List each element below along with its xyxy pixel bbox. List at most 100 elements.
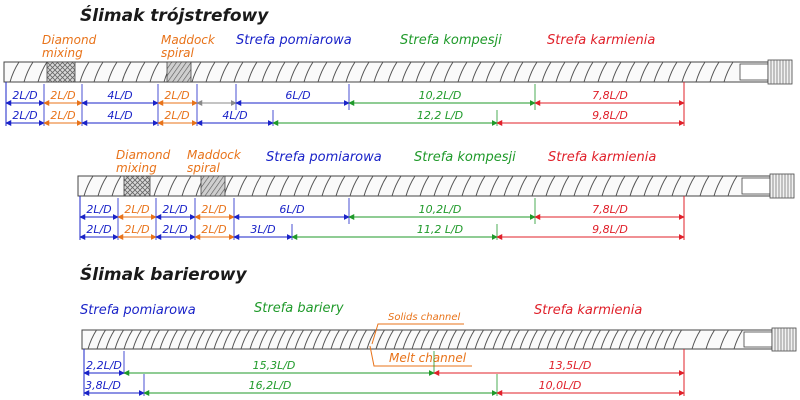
screw-flight bbox=[609, 329, 619, 350]
dim-1-r2-s6: 12,2 L/D bbox=[417, 109, 463, 122]
screw-flight bbox=[447, 329, 457, 350]
screw-flight bbox=[285, 329, 295, 350]
screw-flight bbox=[247, 61, 258, 83]
screw-flight bbox=[391, 175, 402, 197]
screw-three-zone-2: Diamond mixing Maddock spiral Strefa pom… bbox=[77, 148, 795, 240]
dim-1-r1-s2: 2L/D bbox=[50, 89, 75, 102]
screw-flight bbox=[569, 61, 580, 83]
screw-flight bbox=[393, 329, 403, 350]
screw-flight bbox=[411, 329, 421, 350]
screw-flight bbox=[87, 329, 97, 350]
screw-flight bbox=[564, 329, 574, 350]
screw-flight bbox=[205, 61, 216, 83]
label-diamond-mixing-2a: Diamond bbox=[116, 148, 171, 162]
screw-flight bbox=[177, 329, 187, 350]
screw-flight bbox=[492, 329, 502, 350]
screw-flight bbox=[349, 175, 360, 197]
dim-1-r1-s8: 7,8L/D bbox=[592, 89, 628, 102]
screw-flight bbox=[419, 175, 430, 197]
screw-flight bbox=[289, 61, 300, 83]
screw-body-2 bbox=[77, 173, 795, 199]
screw-flight bbox=[366, 329, 376, 350]
dimension-lines-2: 2L/D 2L/D 2L/D 2L/D 6L/D 10,2L/D 7,8L/D … bbox=[79, 196, 685, 240]
screw-flight bbox=[733, 329, 743, 350]
screw-flight bbox=[204, 329, 214, 350]
dim-3-r2-s2: 16,2L/D bbox=[249, 379, 292, 392]
screw-flight bbox=[279, 175, 290, 197]
screw-flight bbox=[582, 329, 592, 350]
screw-flight bbox=[213, 329, 223, 350]
screw-flight bbox=[685, 175, 696, 197]
screw-flight bbox=[186, 329, 196, 350]
screw-flight bbox=[709, 61, 720, 83]
dim-1-r2-s3: 4L/D bbox=[107, 109, 132, 122]
screw-flight bbox=[499, 61, 510, 83]
screw-flight bbox=[345, 61, 356, 83]
screw-three-zone-1: Ślimak trójstrefowy Diamond mixing Maddo… bbox=[3, 4, 793, 126]
screw-flight bbox=[387, 61, 398, 83]
screw-flight bbox=[405, 175, 416, 197]
diamond-mixing-section-1 bbox=[46, 61, 76, 83]
screw-flight bbox=[546, 329, 556, 350]
dim-2-r2-s2: 2L/D bbox=[124, 223, 149, 236]
screw-flight bbox=[79, 61, 90, 83]
diamond-mixing-section-2 bbox=[123, 175, 151, 197]
screw-flight bbox=[249, 329, 259, 350]
screw-flight bbox=[654, 329, 664, 350]
screw-flight bbox=[695, 61, 706, 83]
screw-flight bbox=[384, 329, 394, 350]
screw-flight bbox=[719, 329, 729, 350]
label-melt-channel: Melt channel bbox=[389, 351, 467, 365]
screw-flight bbox=[321, 329, 331, 350]
dim-1-r1-s6: 6L/D bbox=[285, 89, 310, 102]
screw-flight bbox=[485, 61, 496, 83]
screw-flight bbox=[625, 61, 636, 83]
screw-flight bbox=[573, 175, 584, 197]
screw-flight bbox=[375, 329, 385, 350]
screw-flight bbox=[723, 61, 734, 83]
screw-flight bbox=[265, 175, 276, 197]
screw-flight bbox=[447, 175, 458, 197]
channel-callouts bbox=[369, 323, 472, 367]
screw-flight bbox=[141, 329, 151, 350]
screw-flight bbox=[37, 61, 48, 83]
screw-flight bbox=[639, 61, 650, 83]
label-maddock-spiral-1a: Maddock bbox=[161, 33, 216, 47]
screw-flight bbox=[438, 329, 448, 350]
screw-flight bbox=[618, 329, 628, 350]
screw-flight bbox=[489, 175, 500, 197]
label-feed-zone-2: Strefa karmienia bbox=[548, 150, 656, 165]
screw-flight bbox=[153, 175, 164, 197]
screw-flight bbox=[233, 61, 244, 83]
label-barrier-zone-3: Strefa bariery bbox=[254, 301, 344, 316]
screw-flight bbox=[443, 61, 454, 83]
screw-flight bbox=[501, 329, 511, 350]
screw-flight bbox=[528, 329, 538, 350]
title-barrier: Ślimak barierowy bbox=[80, 263, 247, 285]
title-three-zone: Ślimak trójstrefowy bbox=[80, 4, 269, 26]
dim-2-r1-s7: 7,8L/D bbox=[592, 203, 628, 216]
dim-2-r1-s1: 2L/D bbox=[86, 203, 111, 216]
dim-1-r1-s4: 2L/D bbox=[164, 89, 189, 102]
screw-flight bbox=[600, 329, 610, 350]
screw-flight bbox=[402, 329, 412, 350]
label-diamond-mixing-1b: mixing bbox=[42, 46, 83, 60]
screw-flight bbox=[629, 175, 640, 197]
label-diamond-mixing-2b: mixing bbox=[116, 161, 157, 175]
screw-flight bbox=[510, 329, 520, 350]
dim-2-r2-s4: 2L/D bbox=[201, 223, 226, 236]
screw-flight bbox=[339, 329, 349, 350]
screw-flight bbox=[240, 329, 250, 350]
screw-flight bbox=[303, 61, 314, 83]
screw-flight bbox=[258, 329, 268, 350]
screw-flight bbox=[132, 329, 142, 350]
screw-flight bbox=[465, 329, 475, 350]
screw-flight bbox=[513, 61, 524, 83]
screw-flight bbox=[181, 175, 192, 197]
label-maddock-spiral-2a: Maddock bbox=[187, 148, 242, 162]
screw-flight bbox=[97, 175, 108, 197]
screw-flight bbox=[653, 61, 664, 83]
maddock-spiral-section-2 bbox=[200, 175, 226, 197]
screw-flight bbox=[645, 329, 655, 350]
screw-flight bbox=[317, 61, 328, 83]
